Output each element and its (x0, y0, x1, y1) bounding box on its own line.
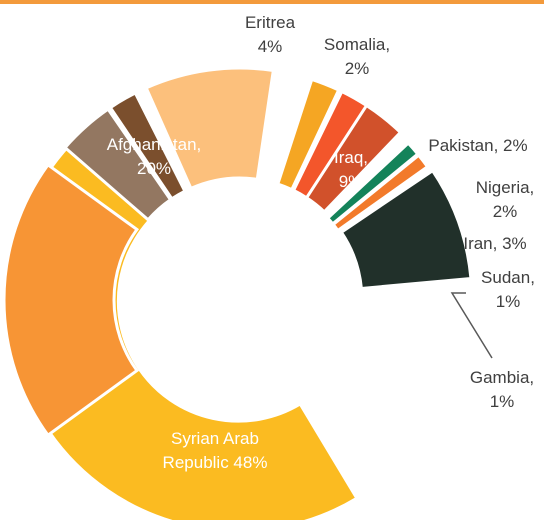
slice-gambia (331, 153, 430, 233)
slice-eritrea (62, 107, 173, 222)
data-label-afghanistan: Afghanistan,20% (107, 135, 202, 178)
slice-iran (304, 103, 403, 214)
slice-iraq (144, 66, 276, 191)
data-label-others: Others,8% (375, 319, 431, 362)
slice-others (339, 168, 473, 291)
leader-line-gambia (450, 292, 493, 359)
top-accent-bar (0, 0, 544, 4)
data-label-somalia: Somalia,2% (324, 35, 390, 78)
data-label-pakistan: Pakistan, 2% (428, 136, 527, 155)
slice-somalia (108, 90, 187, 201)
slice-afghanistan (2, 162, 140, 438)
data-label-nigeria: Nigeria,2% (476, 178, 535, 221)
data-label-iran: Iran, 3% (463, 234, 526, 253)
data-label-iraq: Iraq,9% (334, 148, 368, 191)
data-label-sudan: Sudan,1% (481, 268, 535, 311)
data-label-gambia: Gambia,1% (470, 368, 534, 411)
slice-pakistan (275, 77, 341, 192)
